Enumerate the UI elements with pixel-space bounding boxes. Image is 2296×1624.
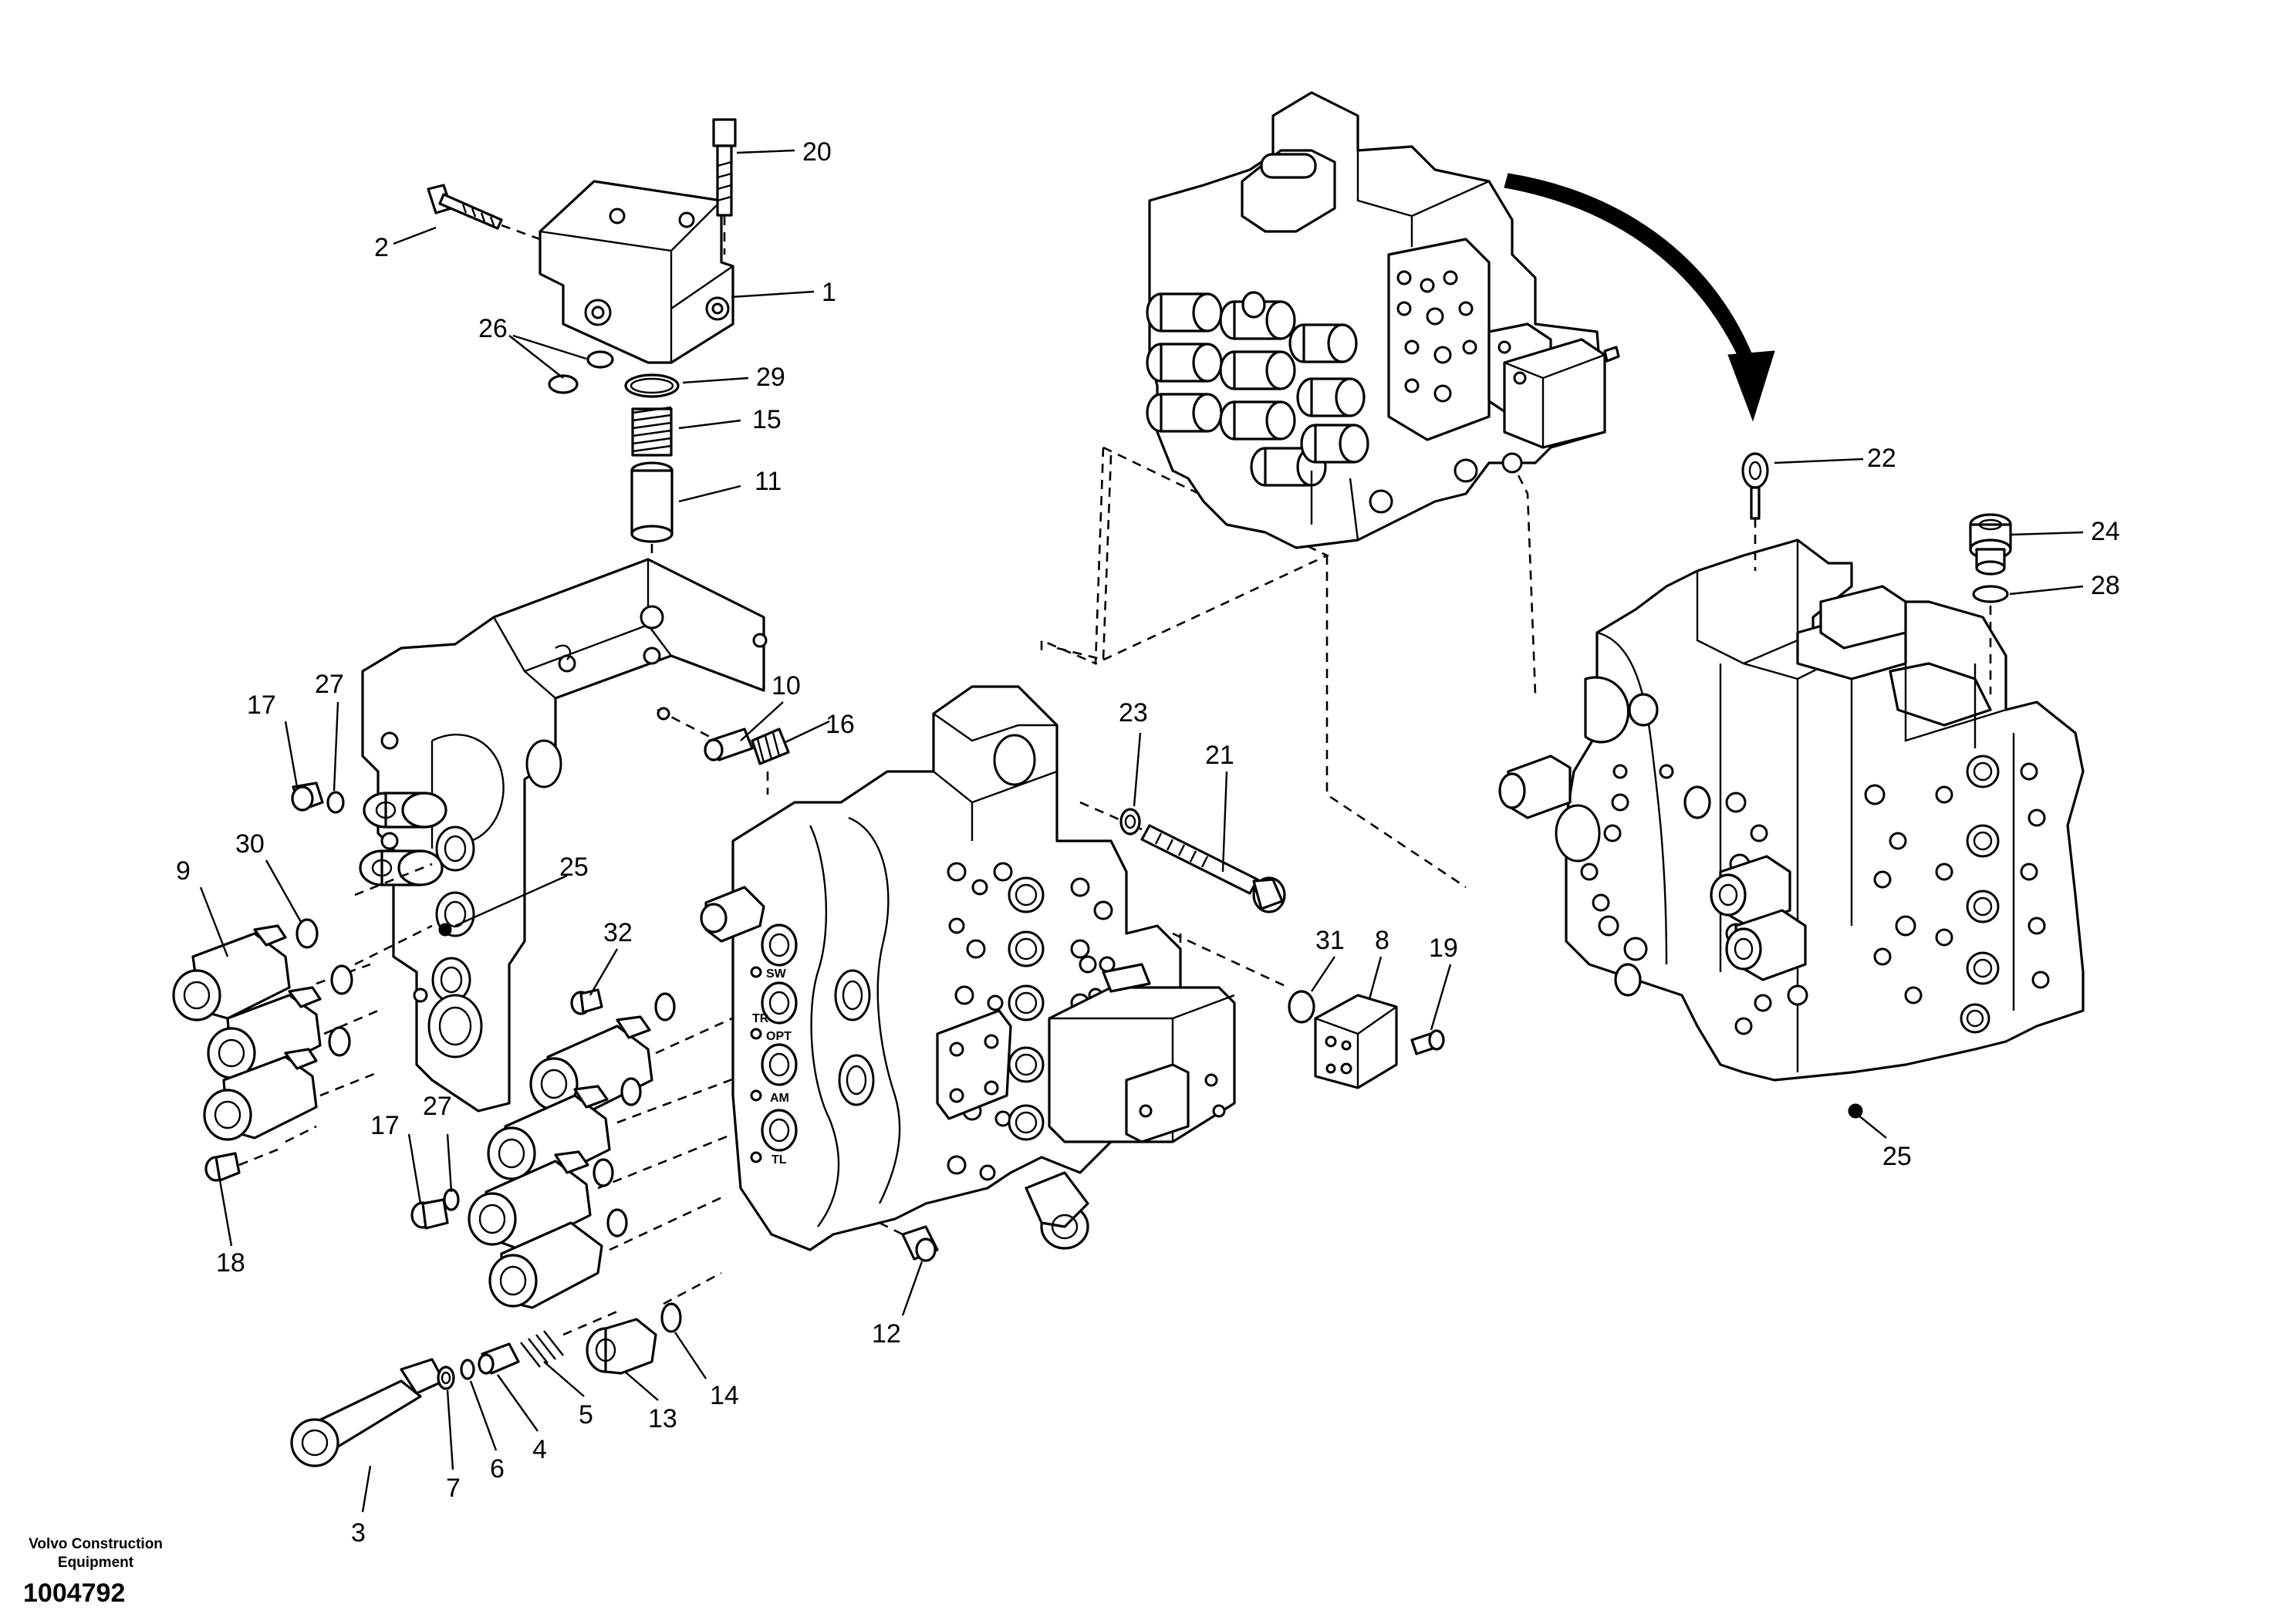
screw-19 <box>1410 1029 1445 1055</box>
o-rings-left <box>295 791 353 1057</box>
cover-plate <box>539 180 734 364</box>
solenoids-middle <box>468 992 741 1309</box>
callout-11: 11 <box>755 467 782 496</box>
right-assembly-fittings <box>1614 785 1807 997</box>
washer-7 <box>437 1366 455 1390</box>
plug-12 <box>879 1221 939 1262</box>
callout-17-top: 17 <box>247 690 276 720</box>
cover-8 <box>1314 994 1398 1089</box>
small-plug-10 <box>657 707 754 761</box>
left-valve-body <box>354 558 768 1112</box>
callout-28: 28 <box>2091 571 2120 600</box>
label-sw: SW <box>766 967 787 981</box>
callout-32: 32 <box>603 918 633 947</box>
poppet-4 <box>478 1342 520 1375</box>
label-tl: TL <box>772 1153 787 1167</box>
callout-31: 31 <box>1315 926 1345 955</box>
main-block-top-port <box>700 886 765 943</box>
callout-13: 13 <box>648 1404 677 1433</box>
valve-labels: SW TR OPT AM TL <box>752 967 792 1167</box>
callout-30: 30 <box>235 829 265 859</box>
o-ring-28 <box>1972 585 2009 694</box>
brand-caption: Volvo Construction Equipment <box>11 1535 181 1572</box>
washer-23 <box>1119 808 1141 836</box>
o-ring-29 <box>624 373 680 398</box>
callout-15: 15 <box>752 405 782 434</box>
callout-18: 18 <box>216 1248 245 1278</box>
callout-27-top: 27 <box>315 670 344 699</box>
callout-29: 29 <box>756 363 785 392</box>
callout-3: 3 <box>351 1518 366 1548</box>
plug-17-lower <box>410 1188 460 1230</box>
callout-22: 22 <box>1867 444 1896 473</box>
callout-25-right: 25 <box>1882 1142 1912 1171</box>
brand-line-2: Equipment <box>57 1555 134 1571</box>
label-opt: OPT <box>766 1030 792 1043</box>
spool-11 <box>630 461 674 586</box>
callout-17-lower: 17 <box>370 1111 400 1140</box>
marker-25-right <box>1848 1103 1863 1119</box>
curved-arrow <box>1504 173 1775 422</box>
upper-assembly-face-holes <box>1369 270 1527 514</box>
bolt-2 <box>427 184 541 241</box>
callout-12: 12 <box>872 1319 901 1349</box>
plug-32 <box>570 988 603 1015</box>
callout-26: 26 <box>478 314 508 343</box>
brand-line-1: Volvo Construction <box>29 1536 163 1552</box>
left-body-ports <box>413 826 483 1058</box>
eyebolt-22 <box>1741 452 1769 571</box>
callout-27-lower: 27 <box>423 1092 452 1121</box>
label-tr: TR <box>752 1012 769 1025</box>
o-rings-26 <box>548 350 614 394</box>
callout-21: 21 <box>1205 741 1234 770</box>
callout-8: 8 <box>1375 926 1389 955</box>
callout-14: 14 <box>710 1381 739 1410</box>
main-block-left-ports <box>750 923 798 1163</box>
label-am: AM <box>770 1092 789 1105</box>
solenoids-9 <box>172 924 379 1143</box>
relief-3 <box>290 1358 445 1467</box>
left-body-caps <box>359 792 447 886</box>
callout-6: 6 <box>490 1454 505 1484</box>
callout-1: 1 <box>822 278 836 307</box>
callout-5: 5 <box>579 1400 593 1430</box>
fitting-24 <box>1969 513 2012 576</box>
callout-24: 24 <box>2091 517 2120 546</box>
document-number: 1004792 <box>23 1578 126 1608</box>
spring-16 <box>751 728 790 795</box>
marker-25-left <box>438 923 452 937</box>
o-ring-14 <box>660 1271 722 1333</box>
plug-18 <box>204 1148 279 1182</box>
callout-19: 19 <box>1429 934 1458 963</box>
plug-17-top <box>291 782 324 812</box>
callout-25-left: 25 <box>559 853 589 882</box>
spring-5 <box>520 1310 618 1368</box>
callout-20: 20 <box>802 137 832 167</box>
callout-16: 16 <box>826 710 855 739</box>
leader-lines <box>199 149 2084 1513</box>
callout-2: 2 <box>374 233 389 262</box>
spring-15 <box>631 406 673 457</box>
bolt-21 <box>1079 801 1286 913</box>
valve-13 <box>586 1318 657 1375</box>
main-block-solenoid-box <box>1048 963 1236 1143</box>
callout-7: 7 <box>446 1474 461 1503</box>
callout-23: 23 <box>1119 698 1148 728</box>
ring-6 <box>460 1359 475 1380</box>
bolt-20 <box>712 118 737 255</box>
callout-4: 4 <box>532 1435 547 1464</box>
upper-right-valve-assembly <box>1146 91 1620 549</box>
callouts: 20 2 1 26 29 15 11 10 16 17 27 30 9 25 3… <box>176 137 2120 1548</box>
o-ring-31 <box>1172 932 1315 1024</box>
callout-9: 9 <box>176 856 191 886</box>
upper-assembly-cylinders <box>1146 291 1369 487</box>
callout-10: 10 <box>772 671 801 701</box>
right-valve-assembly <box>1498 539 2085 1082</box>
